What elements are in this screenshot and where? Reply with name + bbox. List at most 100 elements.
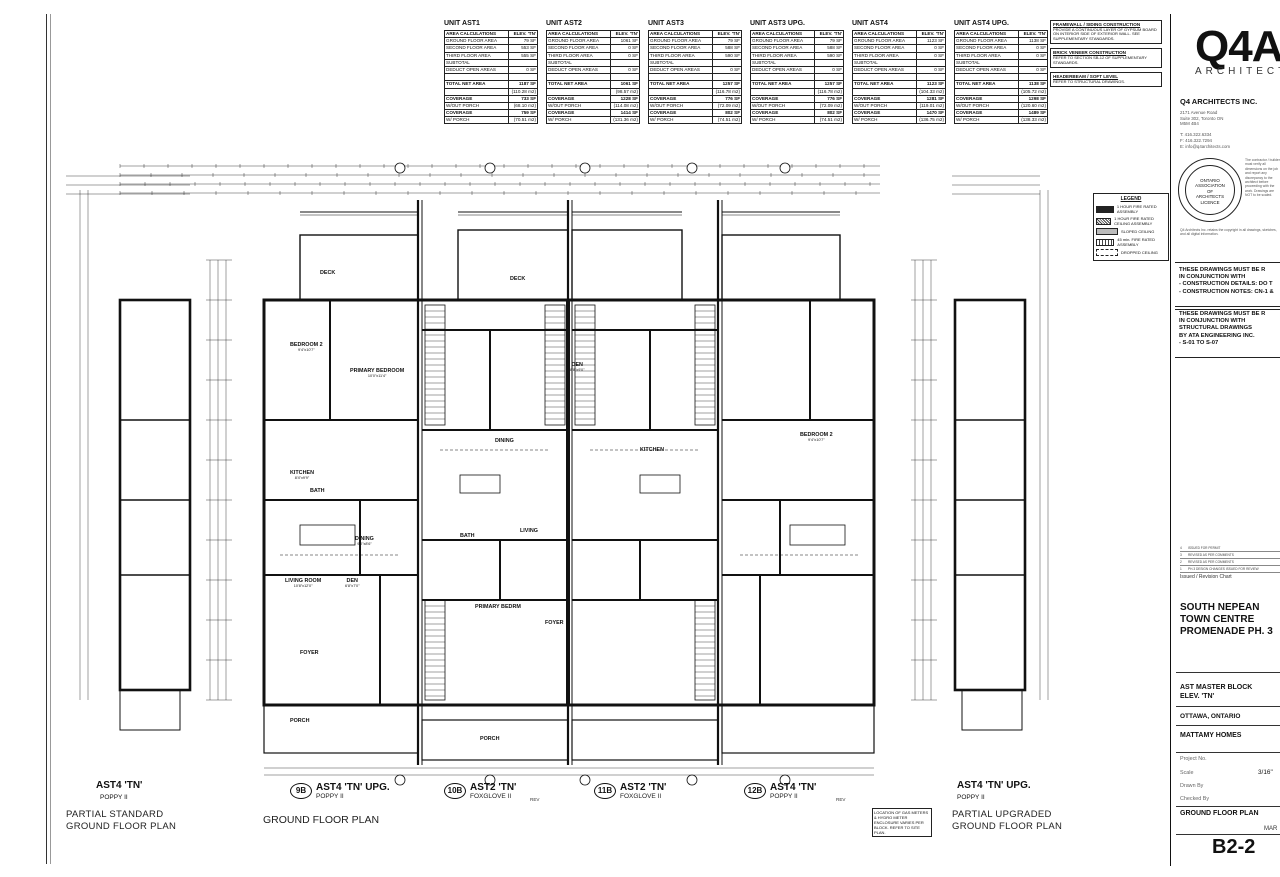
deck-outline	[721, 234, 841, 301]
legend-swatch	[1096, 205, 1114, 213]
stair	[424, 599, 446, 701]
porch-outline	[421, 719, 569, 761]
room-label: DINING	[495, 438, 514, 444]
porch-outline	[571, 719, 719, 761]
grid-bubble	[394, 162, 406, 174]
grid-bubble	[484, 162, 496, 174]
legend-item: 45 min. FIRE RATED ASSEMBLY	[1096, 237, 1166, 247]
copyright-notice: Q4 Architects Inc. retains the copyright…	[1180, 228, 1277, 237]
architect-seal	[1178, 158, 1242, 222]
sheet-title: GROUND FLOOR PLAN	[1180, 810, 1259, 817]
unit-id-bubble: 12B	[744, 783, 766, 799]
kitchen-island	[789, 524, 846, 546]
legend-swatch	[1096, 238, 1115, 246]
sheet-border-left-inner	[50, 14, 51, 864]
grid-bubble	[394, 774, 406, 786]
kitchen-island	[639, 474, 681, 494]
divider	[1176, 834, 1280, 835]
room-label: BATH	[460, 533, 475, 539]
legend-swatch	[1096, 228, 1118, 235]
table-row: W/ PORCH(136.75 m2)	[852, 116, 946, 125]
area-table-title: UNIT AST3 UPG.	[750, 20, 805, 27]
contractor-notice: The contractor / builder must verify all…	[1245, 158, 1280, 198]
unit-id-bubble: 9B	[290, 783, 312, 799]
scale-value: 3/16"	[1258, 769, 1273, 776]
right-partial-model: POPPY II	[957, 794, 985, 801]
area-table-title: UNIT AST4	[852, 20, 888, 27]
scale-label: Scale	[1180, 770, 1194, 776]
divider	[1176, 672, 1280, 673]
legend-swatch	[1096, 217, 1112, 225]
kitchen-island	[459, 474, 501, 494]
table-row: W/ PORCH(70.51 m2)	[444, 116, 538, 125]
room-label: DECK	[320, 270, 336, 276]
checked-by-label: Checked By	[1180, 796, 1210, 802]
table-row: W/ PORCH(131.36 m2)	[546, 116, 640, 125]
firm-logo: Q4A	[1195, 22, 1280, 71]
date-fragment: MAR	[1264, 826, 1278, 832]
title-block	[1170, 14, 1280, 866]
left-partial-unit: AST4 'TN'	[96, 780, 143, 791]
legend-item: DROPPED CEILING	[1096, 249, 1166, 256]
legend-item: SLOPED CEILING	[1096, 228, 1166, 235]
area-table-title: UNIT AST2	[546, 20, 582, 27]
deck-outline	[571, 229, 683, 301]
divider	[1176, 752, 1280, 753]
table-row: W/ PORCH(74.51 m2)	[648, 116, 742, 125]
room-label: BATH	[310, 488, 325, 494]
unit-id-bubble: 10B	[444, 783, 466, 799]
sheet-border-left	[46, 14, 47, 864]
room-label: LIVING	[520, 528, 538, 534]
room-label: FOYER	[545, 620, 564, 626]
room-label: FOYER	[300, 650, 319, 656]
deck-outline	[299, 234, 419, 301]
unit-bubble: 11B AST2 'TN'FOXGLOVE II	[594, 782, 666, 800]
grid-bubble	[579, 774, 591, 786]
room-label: PORCH	[480, 736, 500, 742]
floor-plan-drawing	[66, 162, 1049, 786]
room-label: PORCH	[290, 718, 310, 724]
area-table-title: UNIT AST3	[648, 20, 684, 27]
legend: LEGEND 1 HOUR FIRE RATED ASSEMBLY 1 HOUR…	[1093, 193, 1169, 261]
unit-bubble: 9B AST4 'TN' UPG.POPPY II	[290, 782, 390, 800]
